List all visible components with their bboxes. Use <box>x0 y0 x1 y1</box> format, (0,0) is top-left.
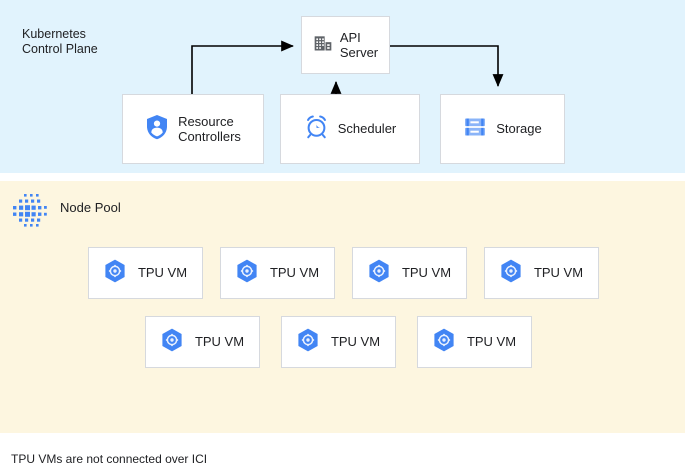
tpu-vm-label: TPU VM <box>466 334 517 350</box>
tpu-vm-card[interactable]: TPU VM <box>145 316 260 368</box>
tpu-vm-label: TPU VM <box>194 334 245 350</box>
node-pool-region <box>0 181 685 433</box>
node-resource-controllers[interactable]: Resource Controllers <box>122 94 264 164</box>
node-api-server[interactable]: API Server <box>301 16 390 74</box>
tpu-vm-card[interactable]: TPU VM <box>352 247 467 299</box>
node-storage[interactable]: Storage <box>440 94 565 164</box>
node-api-server-label: API Server <box>339 29 379 61</box>
tpu-vm-card[interactable]: TPU VM <box>484 247 599 299</box>
control-plane-title: Kubernetes Control Plane <box>22 27 98 56</box>
node-pool-dot-grid-icon <box>13 194 47 227</box>
building-icon <box>313 33 333 58</box>
tpu-vm-card[interactable]: TPU VM <box>281 316 396 368</box>
tpu-vm-label: TPU VM <box>401 265 452 281</box>
node-scheduler[interactable]: Scheduler <box>280 94 420 164</box>
tpu-vm-card[interactable]: TPU VM <box>417 316 532 368</box>
tpu-hexagon-gear-icon <box>297 328 319 357</box>
node-scheduler-label: Scheduler <box>337 121 397 137</box>
tpu-vm-card[interactable]: TPU VM <box>220 247 335 299</box>
tpu-hexagon-gear-icon <box>500 259 522 288</box>
node-storage-label: Storage <box>496 121 542 137</box>
node-pool-title: Node Pool <box>60 200 121 215</box>
shield-user-icon <box>145 114 169 145</box>
server-stack-icon <box>463 115 487 144</box>
tpu-hexagon-gear-icon <box>236 259 258 288</box>
node-resource-controllers-label: Resource Controllers <box>178 113 241 145</box>
diagram-caption: TPU VMs are not connected over ICI <box>11 452 208 466</box>
tpu-vm-card[interactable]: TPU VM <box>88 247 203 299</box>
tpu-hexagon-gear-icon <box>368 259 390 288</box>
tpu-vm-label: TPU VM <box>269 265 320 281</box>
tpu-vm-label: TPU VM <box>330 334 381 350</box>
tpu-vm-label: TPU VM <box>137 265 188 281</box>
tpu-hexagon-gear-icon <box>104 259 126 288</box>
tpu-hexagon-gear-icon <box>433 328 455 357</box>
tpu-vm-label: TPU VM <box>533 265 584 281</box>
alarm-clock-icon <box>304 114 329 144</box>
tpu-hexagon-gear-icon <box>161 328 183 357</box>
